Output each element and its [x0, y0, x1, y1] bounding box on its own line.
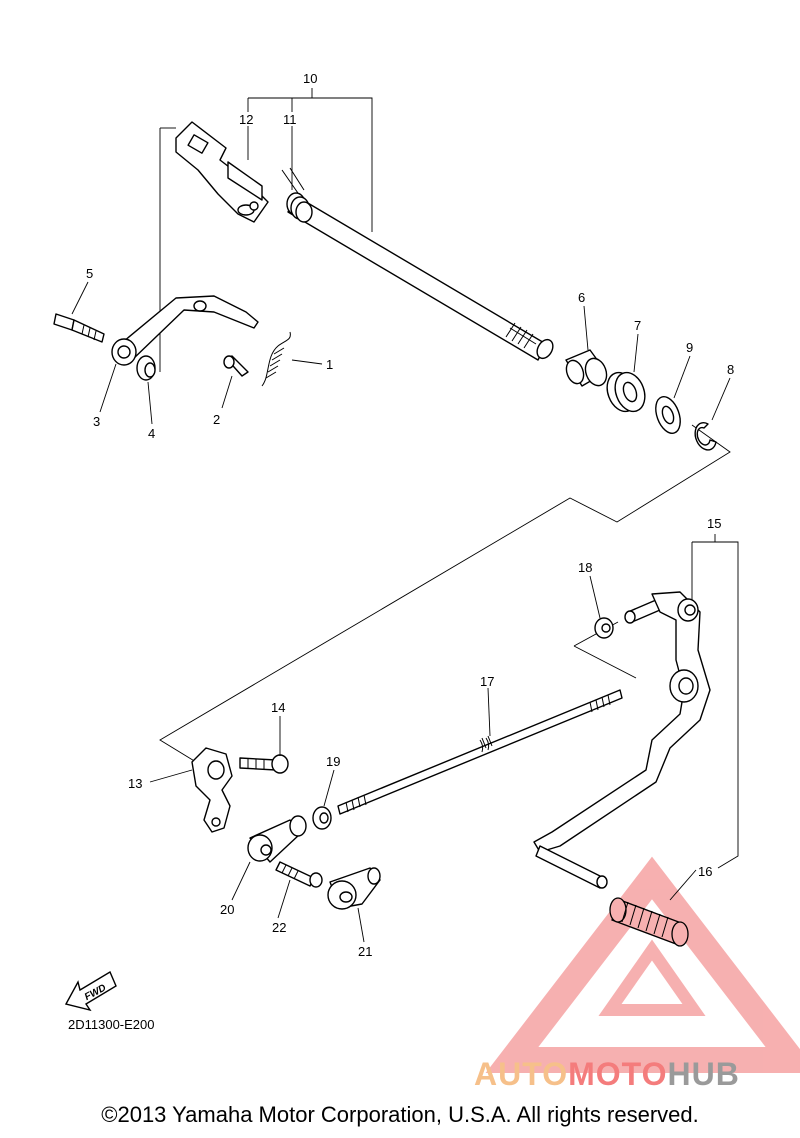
watermark-part-auto: AUTO: [474, 1056, 569, 1092]
assembly-outline-lines: [159, 88, 739, 869]
stopper-lever-3: [111, 295, 259, 366]
callout-19: 19: [326, 754, 340, 769]
pivot-bolt: [624, 599, 661, 624]
shift-rod-17: [337, 689, 623, 815]
callout-21: 21: [358, 944, 372, 959]
callout-22: 22: [272, 920, 286, 935]
collar-4: [136, 355, 156, 381]
watermark-part-hub: HUB: [667, 1056, 740, 1092]
copyright-footer: ©2013 Yamaha Motor Corporation, U.S.A. A…: [101, 1102, 699, 1127]
shift-arm-13: [191, 747, 233, 833]
bolt-2: [223, 355, 249, 377]
watermark-brand: AUTOMOTOHUB: [474, 1056, 740, 1093]
bolt-5: [53, 313, 105, 343]
callout-2: 2: [213, 412, 220, 427]
callout-16: 16: [698, 864, 712, 879]
shift-pedal-15: [533, 591, 711, 889]
circlip-8: [694, 422, 717, 451]
callout-14: 14: [271, 700, 285, 715]
rod-joint-20: [247, 815, 307, 863]
callout-6: 6: [578, 290, 585, 305]
callout-17: 17: [480, 674, 494, 689]
nut-18: [594, 617, 614, 639]
callout-7: 7: [634, 318, 641, 333]
shift-arm-12: [175, 121, 269, 223]
bolt-22: [275, 861, 323, 888]
callout-10: 10: [303, 71, 317, 86]
shift-shaft: [287, 195, 554, 361]
washer-9: [655, 396, 681, 434]
callout-5: 5: [86, 266, 93, 281]
callout-9: 9: [686, 340, 693, 355]
callout-11: 11: [283, 112, 297, 127]
callout-labels: 1 2 3 4 5 6 7 8 9 10 11 12 13 14 15 16 1…: [86, 71, 734, 959]
pedal-rubber-16: [609, 897, 689, 947]
watermark-triangle-logo: [485, 856, 800, 1073]
callout-12: 12: [239, 112, 253, 127]
callout-8: 8: [727, 362, 734, 377]
collar-6: [565, 349, 608, 387]
callout-1: 1: [326, 357, 333, 372]
callout-13: 13: [128, 776, 142, 791]
watermark-part-moto: MOTO: [568, 1056, 668, 1092]
shaft-spring-11: [281, 167, 313, 223]
leader-lines: [71, 126, 731, 943]
drawing-code: 2D11300-E200: [68, 1017, 155, 1032]
callout-20: 20: [220, 902, 234, 917]
callout-15: 15: [707, 516, 721, 531]
rod-joint-21: [327, 867, 381, 910]
nut-19: [312, 806, 332, 830]
callout-18: 18: [578, 560, 592, 575]
callout-4: 4: [148, 426, 155, 441]
callout-3: 3: [93, 414, 100, 429]
forward-arrow-icon: FWD: [64, 970, 117, 1012]
bolt-14: [239, 754, 289, 774]
spring-1: [261, 331, 291, 387]
oil-seal-7: [606, 371, 646, 413]
